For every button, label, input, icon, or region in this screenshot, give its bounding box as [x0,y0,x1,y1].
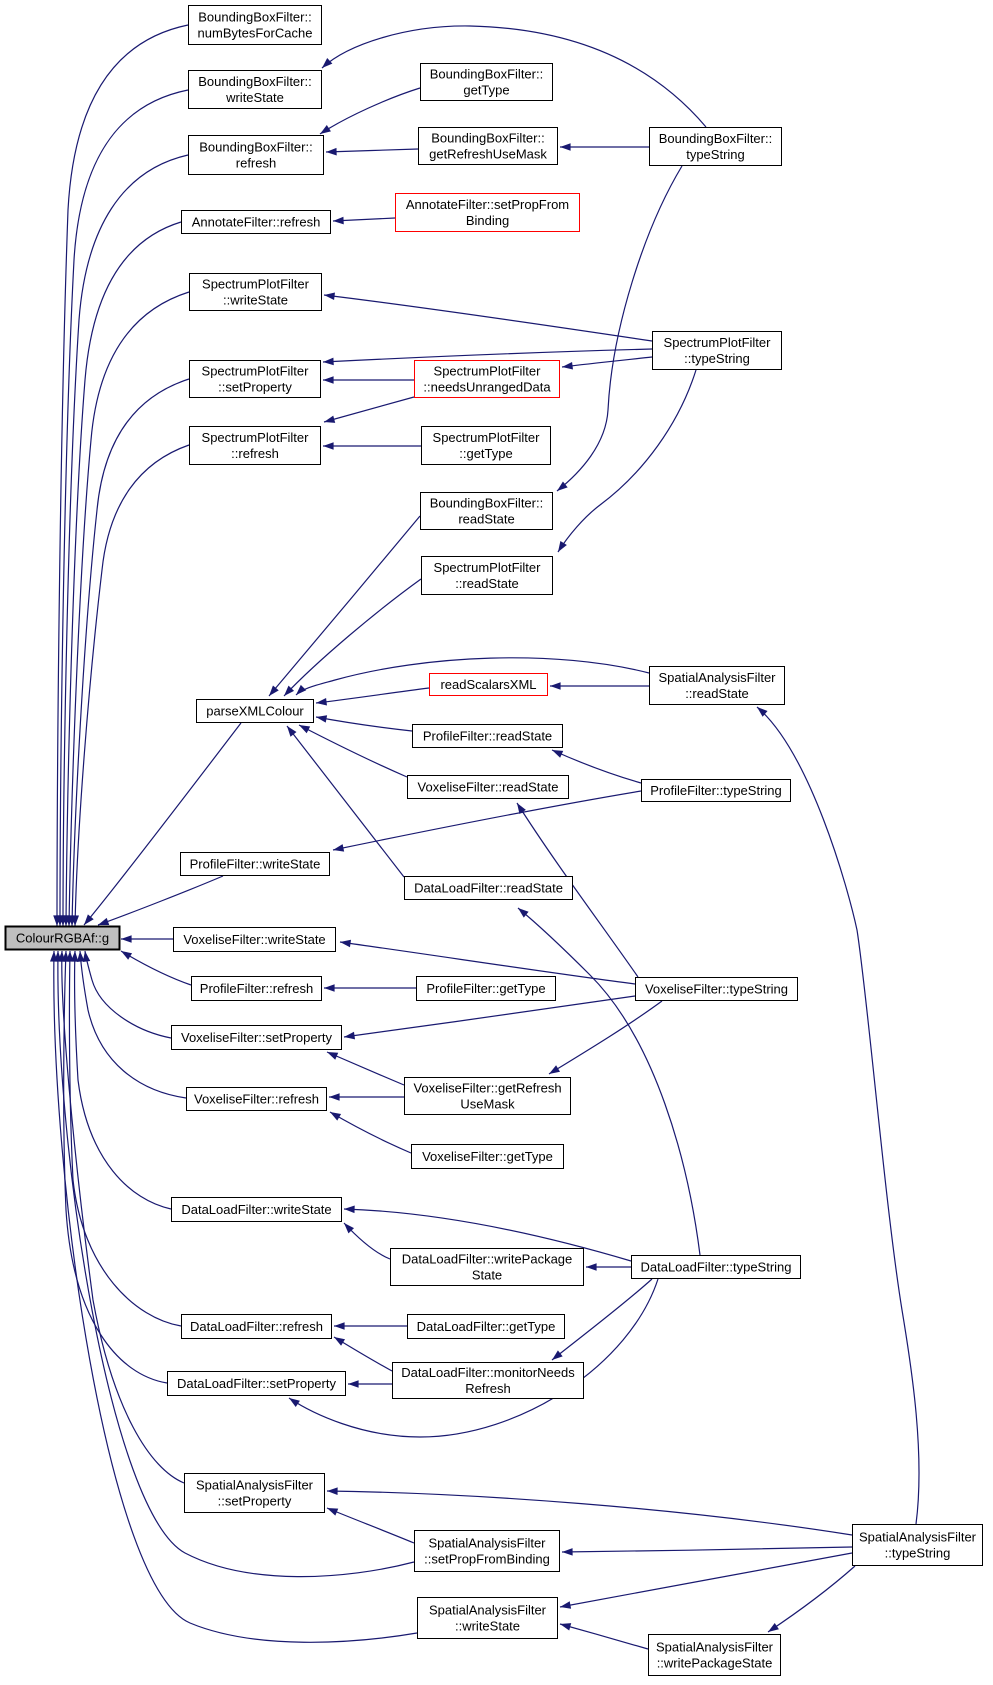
svg-text:::typeString: ::typeString [684,351,750,366]
svg-text:Binding: Binding [466,213,509,228]
svg-text:DataLoadFilter::setProperty: DataLoadFilter::setProperty [177,1376,336,1391]
svg-text:BoundingBoxFilter::: BoundingBoxFilter:: [198,10,311,25]
svg-text:SpatialAnalysisFilter: SpatialAnalysisFilter [428,1536,546,1551]
svg-text:VoxeliseFilter::getType: VoxeliseFilter::getType [422,1149,553,1164]
svg-text:::setPropFromBinding: ::setPropFromBinding [424,1552,550,1567]
svg-text:readScalarsXML: readScalarsXML [440,677,536,692]
svg-text:::readState: ::readState [455,576,519,591]
svg-text:SpatialAnalysisFilter: SpatialAnalysisFilter [658,670,776,685]
svg-text:UseMask: UseMask [460,1097,515,1112]
svg-text:SpatialAnalysisFilter: SpatialAnalysisFilter [196,1478,314,1493]
svg-text:getRefreshUseMask: getRefreshUseMask [429,147,547,162]
svg-text:SpectrumPlotFilter: SpectrumPlotFilter [434,560,542,575]
svg-text:writeState: writeState [225,90,284,105]
svg-text:SpectrumPlotFilter: SpectrumPlotFilter [433,430,541,445]
svg-text:refresh: refresh [236,156,276,171]
svg-text:VoxeliseFilter::getRefresh: VoxeliseFilter::getRefresh [413,1081,561,1096]
svg-text:::setProperty: ::setProperty [218,380,292,395]
svg-text:AnnotateFilter::setPropFrom: AnnotateFilter::setPropFrom [406,197,569,212]
svg-text:::refresh: ::refresh [231,446,279,461]
svg-text:VoxeliseFilter::refresh: VoxeliseFilter::refresh [194,1092,319,1107]
svg-text:SpectrumPlotFilter: SpectrumPlotFilter [664,335,772,350]
svg-text:BoundingBoxFilter::: BoundingBoxFilter:: [430,67,543,82]
svg-text:SpectrumPlotFilter: SpectrumPlotFilter [434,364,542,379]
svg-text:SpatialAnalysisFilter: SpatialAnalysisFilter [656,1640,774,1655]
svg-text:DataLoadFilter::typeString: DataLoadFilter::typeString [640,1260,791,1275]
svg-text:typeString: typeString [686,147,745,162]
svg-text:Refresh: Refresh [465,1381,511,1396]
svg-text:::typeString: ::typeString [885,1546,951,1561]
svg-text:DataLoadFilter::writeState: DataLoadFilter::writeState [181,1202,331,1217]
svg-text:SpatialAnalysisFilter: SpatialAnalysisFilter [429,1603,547,1618]
svg-text:BoundingBoxFilter::: BoundingBoxFilter:: [199,140,312,155]
svg-text:DataLoadFilter::monitorNeeds: DataLoadFilter::monitorNeeds [401,1365,575,1380]
svg-text:ProfileFilter::typeString: ProfileFilter::typeString [650,783,782,798]
svg-text:::needsUnrangedData: ::needsUnrangedData [423,380,551,395]
svg-text:::writePackageState: ::writePackageState [657,1656,773,1671]
svg-text:BoundingBoxFilter::: BoundingBoxFilter:: [198,74,311,89]
svg-text:numBytesForCache: numBytesForCache [198,26,313,41]
svg-text:::setProperty: ::setProperty [218,1494,292,1509]
svg-text:ProfileFilter::getType: ProfileFilter::getType [426,981,545,996]
svg-text:AnnotateFilter::refresh: AnnotateFilter::refresh [192,215,321,230]
svg-text:::writeState: ::writeState [223,293,288,308]
svg-text:SpectrumPlotFilter: SpectrumPlotFilter [202,364,310,379]
svg-text:::getType: ::getType [459,446,512,461]
svg-text:ProfileFilter::writeState: ProfileFilter::writeState [190,857,321,872]
svg-text:::readState: ::readState [685,686,749,701]
svg-text:parseXMLColour: parseXMLColour [206,704,304,719]
svg-text:State: State [472,1268,502,1283]
svg-text:VoxeliseFilter::setProperty: VoxeliseFilter::setProperty [181,1030,333,1045]
svg-text:BoundingBoxFilter::: BoundingBoxFilter:: [431,131,544,146]
svg-text:BoundingBoxFilter::: BoundingBoxFilter:: [430,496,543,511]
svg-text:ProfileFilter::readState: ProfileFilter::readState [423,729,552,744]
svg-text:getType: getType [463,83,509,98]
svg-text:DataLoadFilter::readState: DataLoadFilter::readState [414,881,563,896]
svg-text:DataLoadFilter::getType: DataLoadFilter::getType [417,1319,556,1334]
svg-text:VoxeliseFilter::typeString: VoxeliseFilter::typeString [645,982,788,997]
svg-text:DataLoadFilter::refresh: DataLoadFilter::refresh [190,1319,323,1334]
svg-text:::writeState: ::writeState [455,1619,520,1634]
svg-text:BoundingBoxFilter::: BoundingBoxFilter:: [659,131,772,146]
svg-text:readState: readState [458,512,514,527]
svg-text:SpectrumPlotFilter: SpectrumPlotFilter [202,277,310,292]
svg-text:SpectrumPlotFilter: SpectrumPlotFilter [202,430,310,445]
svg-text:VoxeliseFilter::readState: VoxeliseFilter::readState [418,780,559,795]
svg-text:SpatialAnalysisFilter: SpatialAnalysisFilter [859,1530,977,1545]
svg-text:VoxeliseFilter::writeState: VoxeliseFilter::writeState [183,932,325,947]
svg-text:DataLoadFilter::writePackage: DataLoadFilter::writePackage [402,1252,573,1267]
svg-text:ProfileFilter::refresh: ProfileFilter::refresh [200,981,313,996]
svg-text:ColourRGBAf::g: ColourRGBAf::g [16,931,109,946]
